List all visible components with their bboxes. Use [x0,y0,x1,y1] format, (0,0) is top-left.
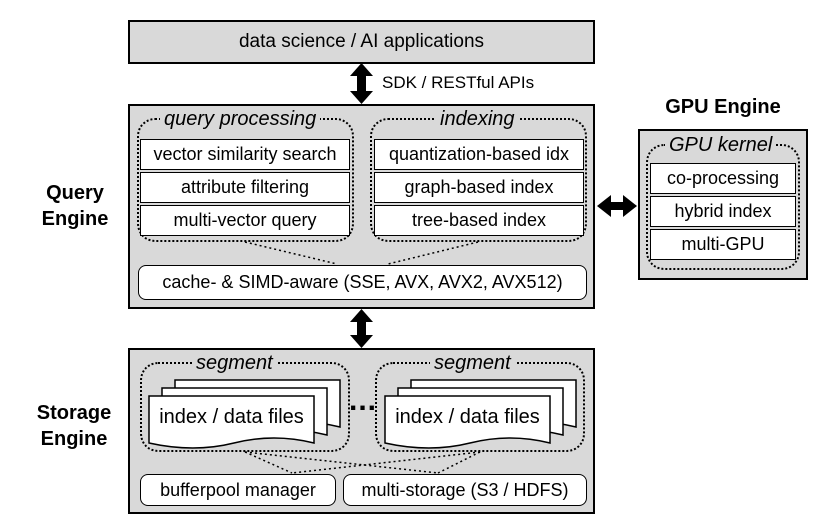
multi-vector-query-box: multi-vector query [140,205,350,236]
gpu-double-arrow [597,195,637,217]
segment-left-label: segment [192,352,277,374]
query-engine-title-line2: Engine [41,208,109,230]
storage-engine-title-line2: Engine [40,428,108,450]
api-double-arrow [350,63,373,104]
tree-index-box: tree-based index [374,205,584,236]
query-engine-title: Query Engine [30,180,120,232]
graph-index-box: graph-based index [374,172,584,203]
storage-double-arrow [350,309,373,348]
segment-right-label: segment [430,352,515,374]
storage-engine-title: Storage Engine [24,400,124,452]
query-funnel-lines [244,241,479,265]
segments-ellipsis: ... [349,384,378,417]
applications-box: data science / AI applications [128,20,595,64]
indexing-label: indexing [436,108,519,130]
multi-gpu-box: multi-GPU [650,229,796,260]
gpu-engine-title: GPU Engine [665,96,781,118]
attribute-filtering-box: attribute filtering [140,172,350,203]
query-engine-title-line1: Query [46,182,104,204]
segment-left-files-label: index / data files [159,406,304,428]
co-processing-box: co-processing [650,163,796,194]
file-stack-right [384,379,577,449]
vector-similarity-search-box: vector similarity search [140,139,350,170]
quantization-index-box: quantization-based idx [374,139,584,170]
applications-label: data science / AI applications [238,31,485,52]
file-stack-left [148,379,341,449]
hybrid-index-box: hybrid index [650,196,796,227]
multi-storage-box: multi-storage (S3 / HDFS) [343,474,587,506]
gpu-kernel-label: GPU kernel [665,134,777,156]
api-label: SDK / RESTful APIs [382,73,535,92]
storage-engine-title-line1: Storage [36,402,112,424]
segment-right-files-label: index / data files [395,406,540,428]
storage-funnel-lines [244,451,481,474]
bufferpool-manager-box: bufferpool manager [140,474,336,506]
query-processing-label: query processing [160,108,321,130]
cache-simd-box: cache- & SIMD-aware (SSE, AVX, AVX2, AVX… [138,265,587,300]
